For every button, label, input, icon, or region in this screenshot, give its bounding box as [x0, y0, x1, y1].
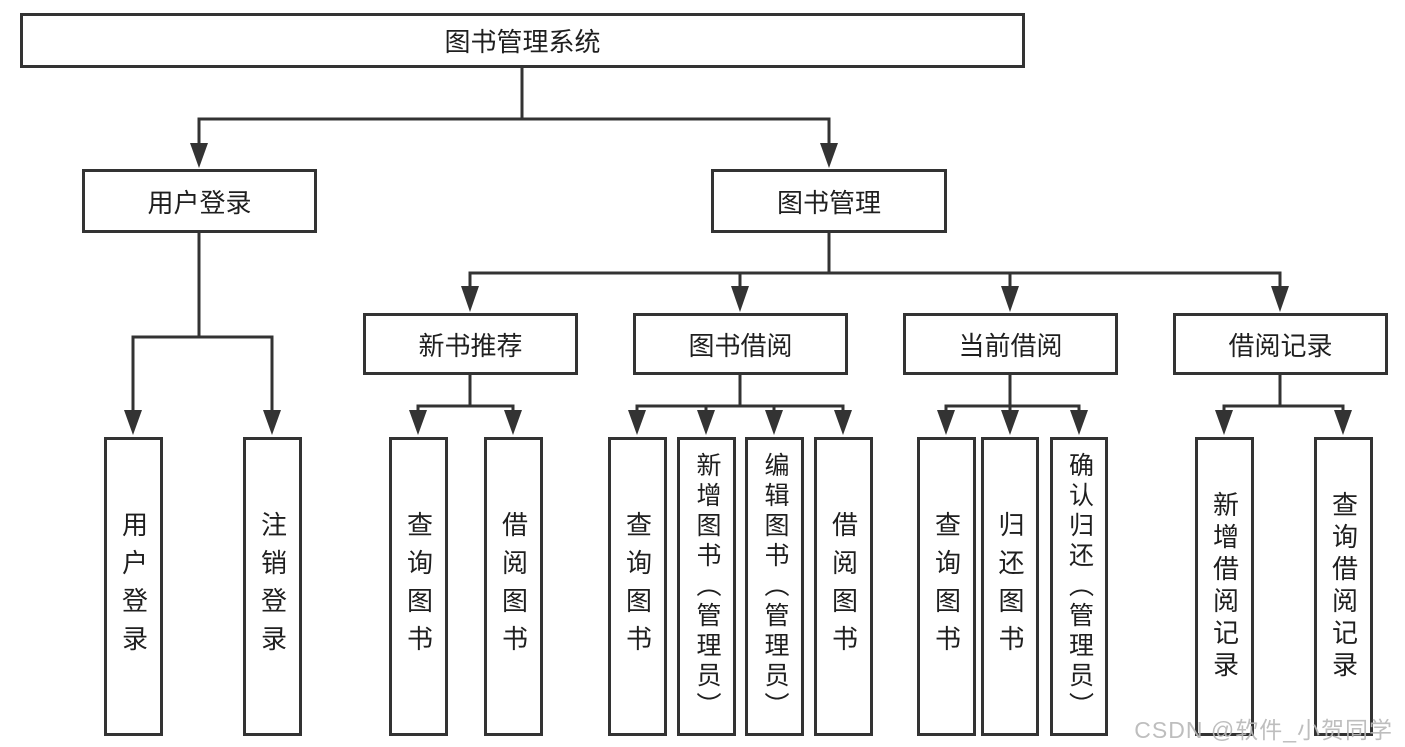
- leaf-borrow-books-borrowing: 借阅图书: [814, 437, 873, 736]
- leaf-query-books-current: 查询图书: [917, 437, 976, 736]
- node-book-borrowing: 图书借阅: [633, 313, 848, 375]
- node-user-login: 用户登录: [82, 169, 317, 233]
- leaf-label: 借阅图书: [498, 510, 529, 663]
- leaf-label: 新增借阅记录: [1209, 490, 1240, 683]
- leaf-label: 查询图书: [403, 510, 434, 663]
- leaf-user-login: 用户登录: [104, 437, 163, 736]
- leaf-borrow-books-recommend: 借阅图书: [484, 437, 543, 736]
- leaf-label: 新增图书（管理员）: [693, 451, 721, 722]
- leaf-label: 借阅图书: [828, 510, 859, 663]
- leaf-label: 查询图书: [622, 510, 653, 663]
- node-label: 新书推荐: [418, 330, 523, 361]
- leaf-label: 查询图书: [931, 510, 962, 663]
- leaf-label: 注销登录: [257, 510, 288, 663]
- leaf-query-borrow-record: 查询借阅记录: [1314, 437, 1373, 736]
- node-borrowing-records: 借阅记录: [1173, 313, 1388, 375]
- connector-borrowing-records-children: [1215, 375, 1352, 435]
- leaf-edit-book-admin: 编辑图书（管理员）: [745, 437, 804, 736]
- leaf-label: 归还图书: [995, 510, 1025, 663]
- leaf-label: 查询借阅记录: [1328, 490, 1359, 683]
- connector-book-management-children: [461, 233, 1289, 312]
- node-current-borrowing: 当前借阅: [903, 313, 1118, 375]
- leaf-confirm-return-admin: 确认归还（管理员）: [1050, 437, 1108, 736]
- connector-book-borrowing-children: [628, 375, 852, 435]
- leaf-query-books-borrowing: 查询图书: [608, 437, 667, 736]
- node-label: 图书管理: [776, 187, 881, 218]
- node-label: 图书借阅: [688, 330, 793, 361]
- node-label: 借阅记录: [1228, 330, 1333, 361]
- node-book-management: 图书管理: [711, 169, 947, 233]
- leaf-return-books: 归还图书: [981, 437, 1039, 736]
- leaf-label: 编辑图书（管理员）: [761, 451, 789, 722]
- connector-user-login-children: [124, 233, 281, 435]
- leaf-query-books-recommend: 查询图书: [389, 437, 448, 736]
- node-label: 当前借阅: [958, 330, 1063, 361]
- connector-current-borrowing-children: [937, 375, 1088, 435]
- leaf-add-borrow-record: 新增借阅记录: [1195, 437, 1254, 736]
- connector-new-book-recommendation-children: [409, 375, 522, 435]
- leaf-logout: 注销登录: [243, 437, 302, 736]
- node-root: 图书管理系统: [20, 13, 1025, 68]
- leaf-add-book-admin: 新增图书（管理员）: [677, 437, 736, 736]
- leaf-label: 用户登录: [118, 510, 149, 663]
- leaf-label: 确认归还（管理员）: [1065, 451, 1094, 722]
- node-label: 用户登录: [147, 187, 252, 218]
- node-new-book-recommendation: 新书推荐: [363, 313, 578, 375]
- node-label: 图书管理系统: [444, 27, 601, 57]
- connector-root-to-level2: [190, 68, 838, 168]
